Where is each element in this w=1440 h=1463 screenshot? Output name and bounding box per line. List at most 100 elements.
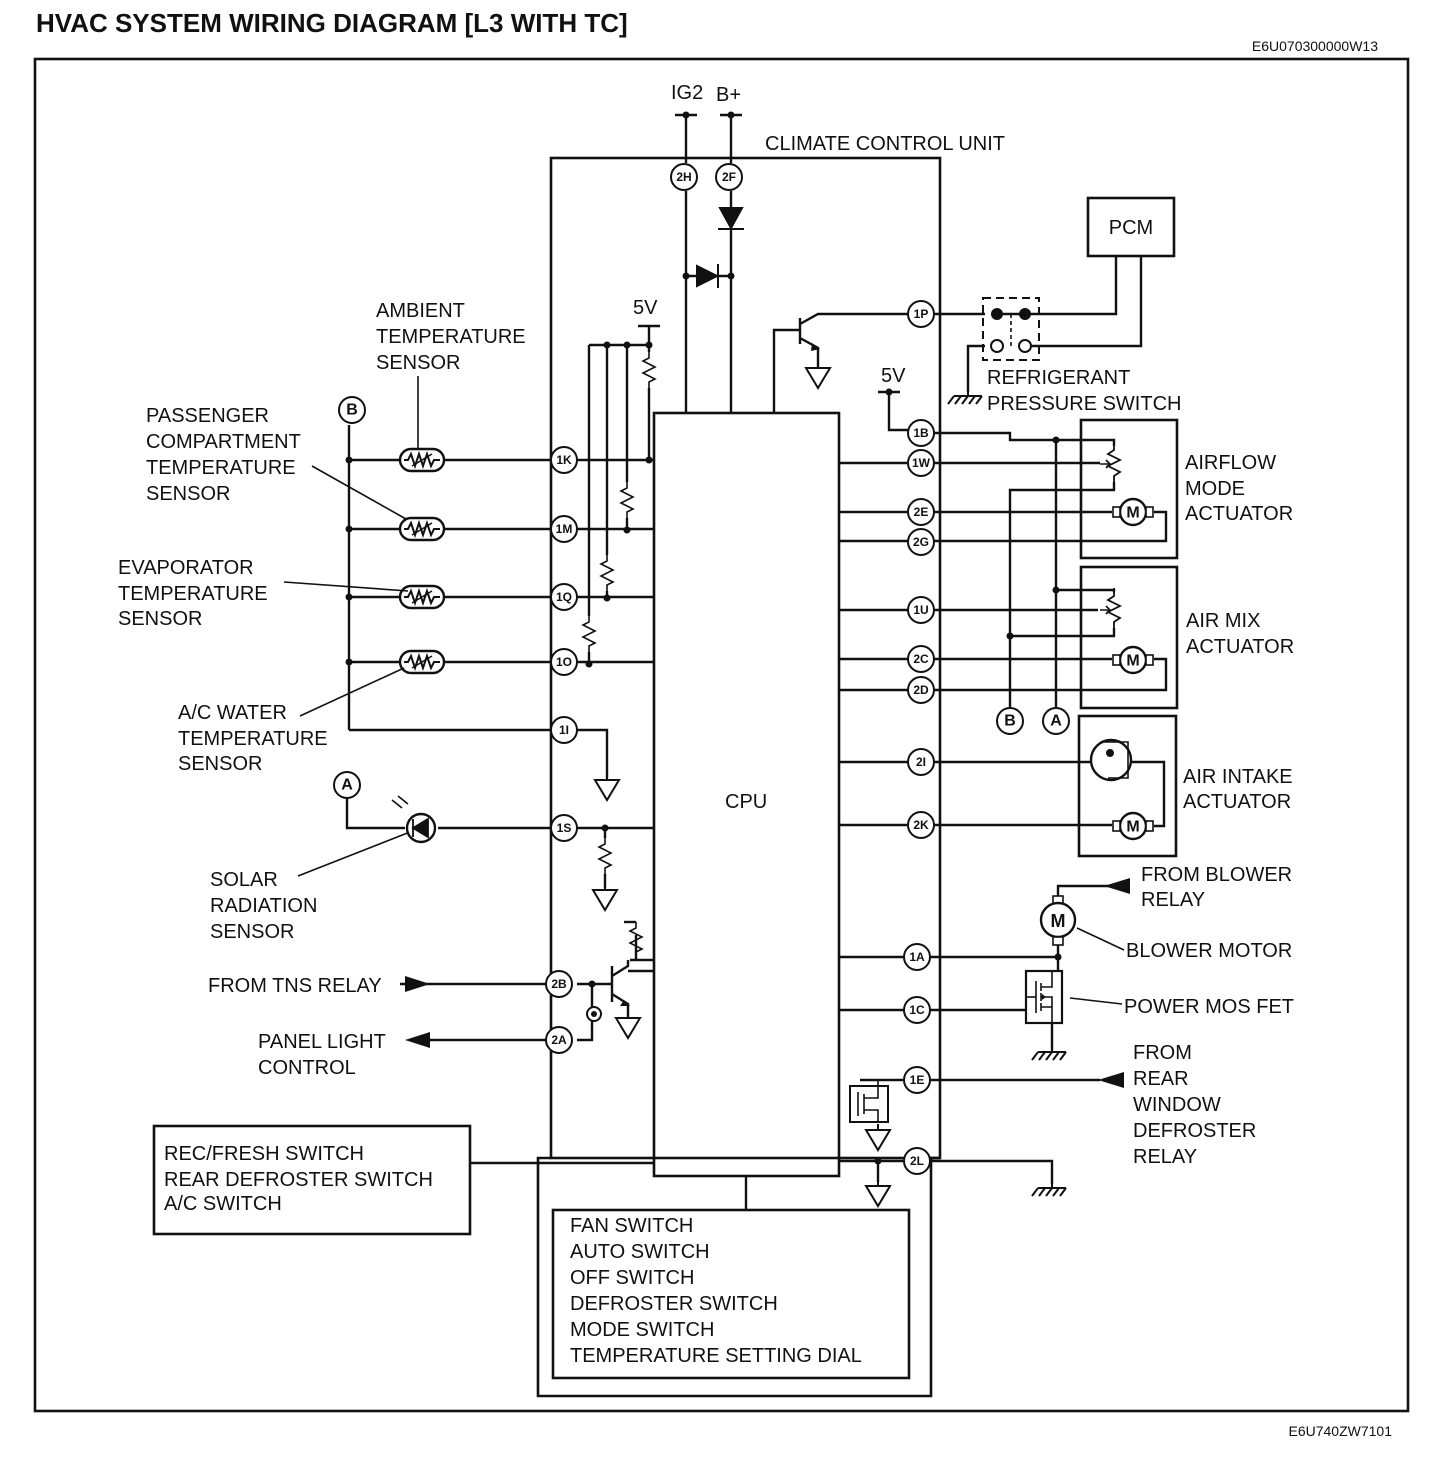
pin-1q: 1Q <box>550 583 578 611</box>
rear-defroster-arrow <box>1098 1072 1124 1088</box>
passenger-compartment-sensor <box>398 516 446 542</box>
doc-code-top: E6U070300000W13 <box>1252 38 1378 54</box>
ambient-label-2: TEMPERATURE <box>376 326 526 348</box>
pin-2d-label: 2D <box>913 683 929 697</box>
rear-defroster-switch-label: REAR DEFROSTER SWITCH <box>164 1169 433 1191</box>
pin-1b: 1B <box>907 419 935 447</box>
pin-1c-label: 1C <box>909 1003 925 1017</box>
pin-1u-label: 1U <box>913 603 928 617</box>
pin-2g: 2G <box>907 528 935 556</box>
pin-1s-label: 1S <box>557 821 572 835</box>
mode-switch-label: MODE SWITCH <box>570 1319 714 1341</box>
sensor-leaders <box>283 376 419 877</box>
pin-1w: 1W <box>907 449 935 477</box>
bplus-label: B+ <box>716 84 741 106</box>
airintake-motor-glyph: M <box>1126 819 1139 836</box>
airmix-label-1: AIR MIX <box>1186 610 1260 632</box>
ref-b-left-label: B <box>346 402 358 419</box>
pin-1k-label: 1K <box>556 453 572 467</box>
5v-left-label: 5V <box>633 297 658 319</box>
pin-2h: 2H <box>670 163 698 191</box>
air-mix-actuator-box <box>1079 565 1179 710</box>
panel-light-label-1: PANEL LIGHT <box>258 1031 386 1053</box>
evaporator-label-2: TEMPERATURE <box>118 583 268 605</box>
passenger-label-1: PASSENGER <box>146 405 269 427</box>
airflow-label-1: AIRFLOW <box>1185 452 1276 474</box>
pcm-box: PCM <box>1086 196 1176 258</box>
resistor-1q <box>600 554 614 592</box>
pin-2l: 2L <box>903 1147 931 1175</box>
refrigerant-pressure-switch <box>982 297 1040 361</box>
pin-1u: 1U <box>907 596 935 624</box>
passenger-label-2: COMPARTMENT <box>146 431 301 453</box>
pin-1m-label: 1M <box>556 522 573 536</box>
connector-pins: 2H 2F 1P 1B 1W 2E 2G 1U 2C 2D 2I 2K 1A 1… <box>545 163 935 1175</box>
pin-1a-label: 1A <box>909 950 925 964</box>
airmix-pot <box>1099 587 1121 633</box>
diode-2f <box>718 207 744 231</box>
ac-water-temperature-sensor <box>398 649 446 675</box>
ground-1s <box>592 883 618 911</box>
rear-window-label-5: RELAY <box>1133 1146 1197 1168</box>
pin-2i: 2I <box>907 748 935 776</box>
ac-switch-label: A/C SWITCH <box>164 1193 282 1215</box>
off-switch-label: OFF SWITCH <box>570 1267 694 1289</box>
cpu-label: CPU <box>725 791 767 813</box>
pin-1o: 1O <box>550 648 578 676</box>
auto-switch-label: AUTO SWITCH <box>570 1241 710 1263</box>
fan-switch-label: FAN SWITCH <box>570 1215 693 1237</box>
acwater-label-1: A/C WATER <box>178 702 287 724</box>
pin-1i: 1I <box>550 716 578 744</box>
panel-light-label-2: CONTROL <box>258 1057 356 1079</box>
ref-a-left-label: A <box>341 777 353 794</box>
pin-2k: 2K <box>907 811 935 839</box>
pin-2k-label: 2K <box>913 818 929 832</box>
airflow-pot <box>1099 441 1121 487</box>
ref-b-left: B <box>338 396 366 424</box>
from-blower-label-1: FROM BLOWER <box>1141 864 1292 886</box>
pin-2d: 2D <box>907 676 935 704</box>
ground-1i <box>594 773 620 801</box>
panel-switch-list: FAN SWITCH AUTO SWITCH OFF SWITCH DEFROS… <box>570 1215 862 1367</box>
tns-arrow <box>405 976 430 992</box>
air-intake-position-switch <box>1089 738 1133 782</box>
pin-1o-label: 1O <box>556 655 572 669</box>
pin-2i-label: 2I <box>916 755 926 769</box>
passenger-label-4: SENSOR <box>146 483 230 505</box>
transistor-1p <box>772 312 840 413</box>
pin-2e: 2E <box>907 498 935 526</box>
page-title: HVAC SYSTEM WIRING DIAGRAM [L3 WITH TC] <box>36 8 628 38</box>
resistor-1k <box>642 351 656 389</box>
resistor-1s <box>598 837 612 875</box>
pin-1p-label: 1P <box>914 307 929 321</box>
pin-1b-label: 1B <box>913 426 929 440</box>
blower-motor-label: BLOWER MOTOR <box>1126 940 1292 962</box>
pin-1s: 1S <box>550 814 578 842</box>
ambient-label-1: AMBIENT <box>376 300 465 322</box>
pin-1c: 1C <box>903 996 931 1024</box>
solar-label-2: RADIATION <box>210 895 317 917</box>
diagram-frame <box>33 57 1410 1413</box>
airmix-label-2: ACTUATOR <box>1186 636 1294 658</box>
pin-2c-label: 2C <box>913 652 929 666</box>
acwater-label-2: TEMPERATURE <box>178 728 328 750</box>
pin-1a: 1A <box>903 943 931 971</box>
solar-radiation-sensor <box>391 795 437 844</box>
ref-b-right: B <box>996 707 1024 735</box>
pcm-label: PCM <box>1109 217 1153 239</box>
panel-light-arrow <box>405 1032 430 1048</box>
pin-1w-label: 1W <box>912 456 931 470</box>
pin-2f: 2F <box>715 163 743 191</box>
blower-motor-glyph: M <box>1051 911 1066 931</box>
pin-1i-label: 1I <box>559 723 569 737</box>
blower-relay-arrow <box>1104 878 1130 894</box>
ref-b-right-label: B <box>1004 713 1016 730</box>
doc-code-bottom: E6U740ZW7101 <box>1288 1423 1392 1439</box>
ref-a-left: A <box>333 771 361 799</box>
pin-2a-label: 2A <box>551 1033 567 1047</box>
refrigerant-label-2: PRESSURE SWITCH <box>987 393 1181 415</box>
power-mos-label: POWER MOS FET <box>1124 996 1294 1018</box>
airflow-label-3: ACTUATOR <box>1185 503 1293 525</box>
